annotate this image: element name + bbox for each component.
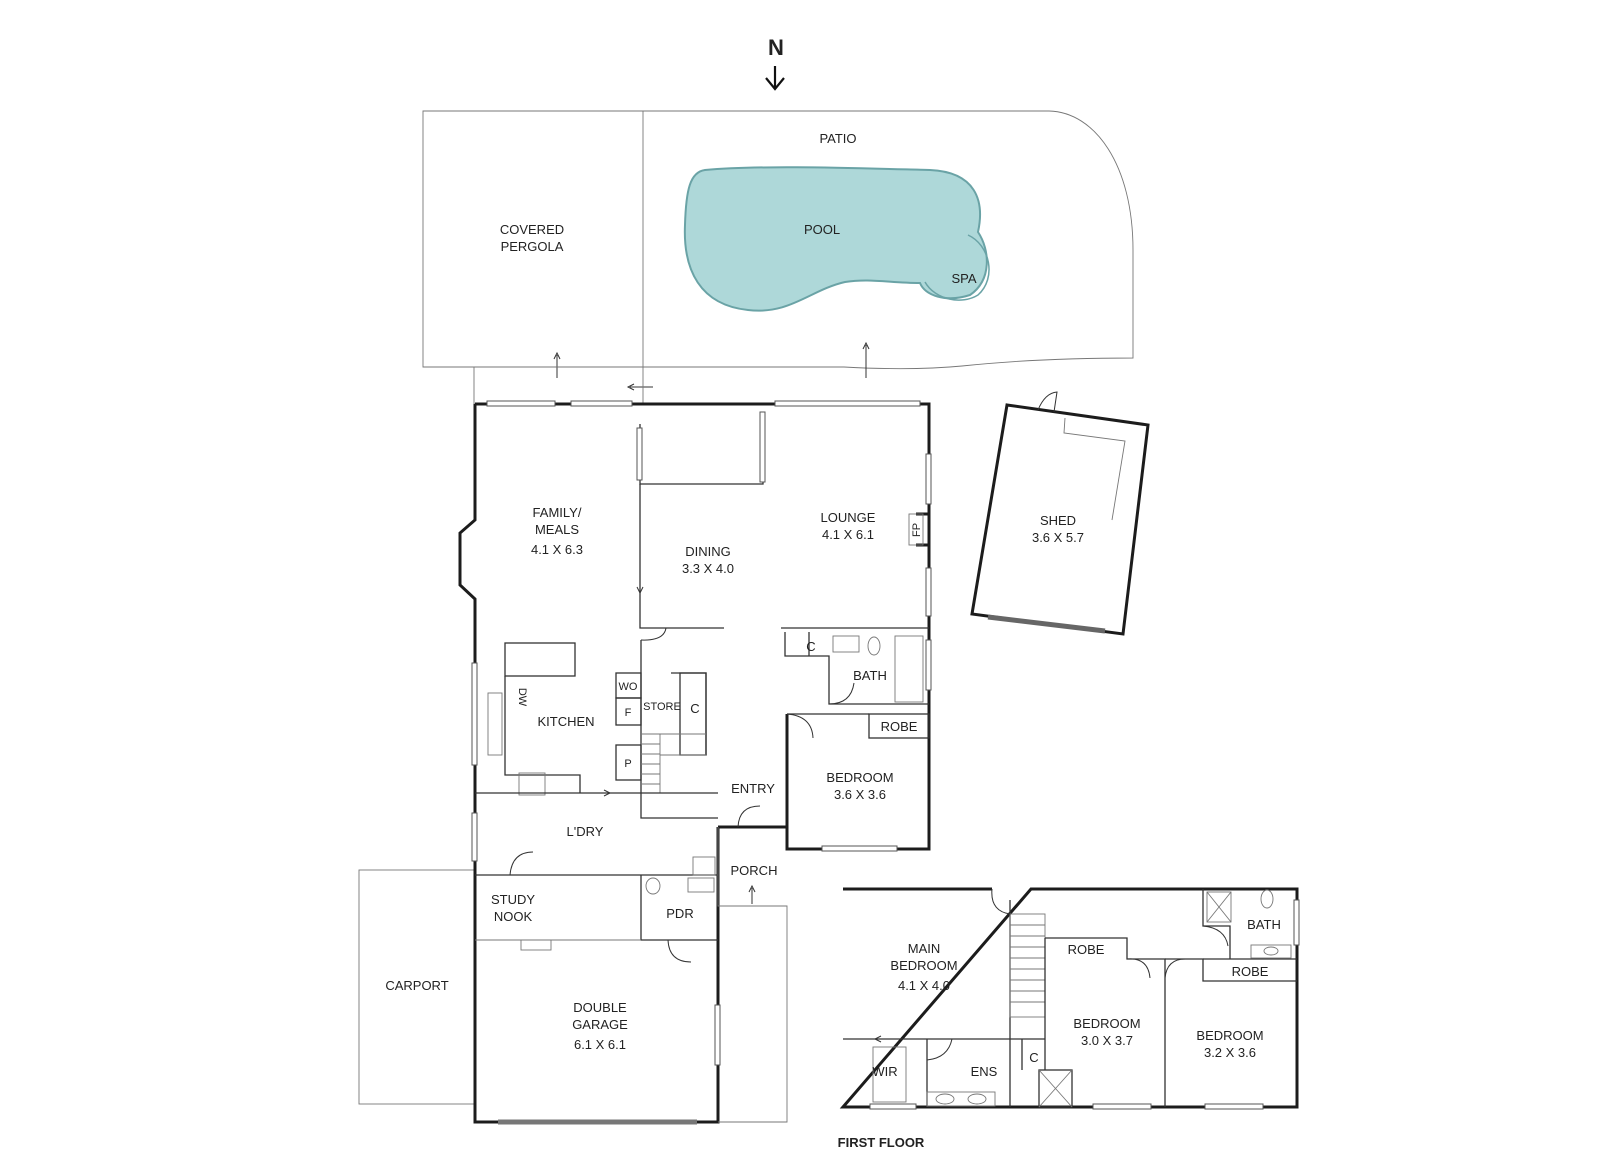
bedroom-dim: 3.6 X 3.6	[834, 787, 886, 802]
bedroom-2-dim: 3.0 X 3.7	[1081, 1033, 1133, 1048]
flow-arrows	[553, 341, 870, 391]
wir-label: WIR	[872, 1064, 897, 1079]
main-bedroom-label-1: MAIN	[908, 941, 941, 956]
patio-label: PATIO	[819, 131, 856, 146]
porch-label: PORCH	[731, 863, 778, 878]
north-label: N	[768, 35, 784, 60]
robe-label-2: ROBE	[1232, 964, 1269, 979]
pool	[683, 166, 990, 312]
kitchen-label: KITCHEN	[537, 714, 594, 729]
ff-bath-label: BATH	[1247, 917, 1281, 932]
first-floor-windows	[869, 899, 1300, 1110]
ff-cupboard-label: C	[1029, 1050, 1038, 1065]
lounge-dim: 4.1 X 6.1	[822, 527, 874, 542]
family-label-1: FAMILY/	[533, 505, 582, 520]
carport-label: CARPORT	[385, 978, 448, 993]
dining-label: DINING	[685, 544, 731, 559]
pantry-label: P	[624, 758, 631, 770]
wo-label: WO	[619, 681, 638, 693]
bedroom-3-dim: 3.2 X 3.6	[1204, 1045, 1256, 1060]
ensuite-label: ENS	[971, 1064, 998, 1079]
ground-floor-doors	[509, 570, 855, 963]
fireplace-label: FP	[911, 523, 923, 537]
lounge-label: LOUNGE	[821, 510, 876, 525]
pergola-label-1: COVERED	[500, 222, 564, 237]
shed	[970, 391, 1150, 636]
spa-label: SPA	[951, 271, 976, 286]
cupboard-label-1: C	[690, 701, 699, 716]
laundry-label: L'DRY	[567, 824, 604, 839]
ground-floor-windows	[471, 400, 932, 1066]
cupboard-label-2: C	[806, 639, 815, 654]
entry-label: ENTRY	[731, 781, 775, 796]
pergola-label-2: PERGOLA	[501, 239, 564, 254]
store-label: STORE	[643, 701, 681, 713]
pdr-label: PDR	[666, 906, 693, 921]
robe-label-1: ROBE	[1068, 942, 1105, 957]
bedroom-label: BEDROOM	[826, 770, 893, 785]
bedroom-3-label: BEDROOM	[1196, 1028, 1263, 1043]
garage-label-2: GARAGE	[572, 1017, 628, 1032]
dining-dim: 3.3 X 4.0	[682, 561, 734, 576]
study-label-1: STUDY	[491, 892, 535, 907]
north-arrow-icon	[765, 66, 785, 91]
study-label-2: NOOK	[494, 909, 533, 924]
first-floor-title: FIRST FLOOR	[838, 1135, 925, 1150]
first-floor-doors	[873, 888, 1229, 1061]
shed-label: SHED	[1040, 513, 1076, 528]
first-floor-walls	[839, 887, 1299, 1109]
patio-outline	[422, 110, 1134, 370]
fridge-label: F	[625, 707, 632, 719]
shed-dim: 3.6 X 5.7	[1032, 530, 1084, 545]
family-label-2: MEALS	[535, 522, 579, 537]
bedroom-2-label: BEDROOM	[1073, 1016, 1140, 1031]
pool-label: POOL	[804, 222, 840, 237]
main-bedroom-label-2: BEDROOM	[890, 958, 957, 973]
main-bedroom-dim: 4.1 X 4.0	[898, 978, 950, 993]
garage-label-1: DOUBLE	[573, 1000, 627, 1015]
bath-label: BATH	[853, 668, 887, 683]
garage-dim: 6.1 X 6.1	[574, 1037, 626, 1052]
robe-label: ROBE	[881, 719, 918, 734]
family-dim: 4.1 X 6.3	[531, 542, 583, 557]
dishwasher-label: DW	[516, 688, 528, 707]
